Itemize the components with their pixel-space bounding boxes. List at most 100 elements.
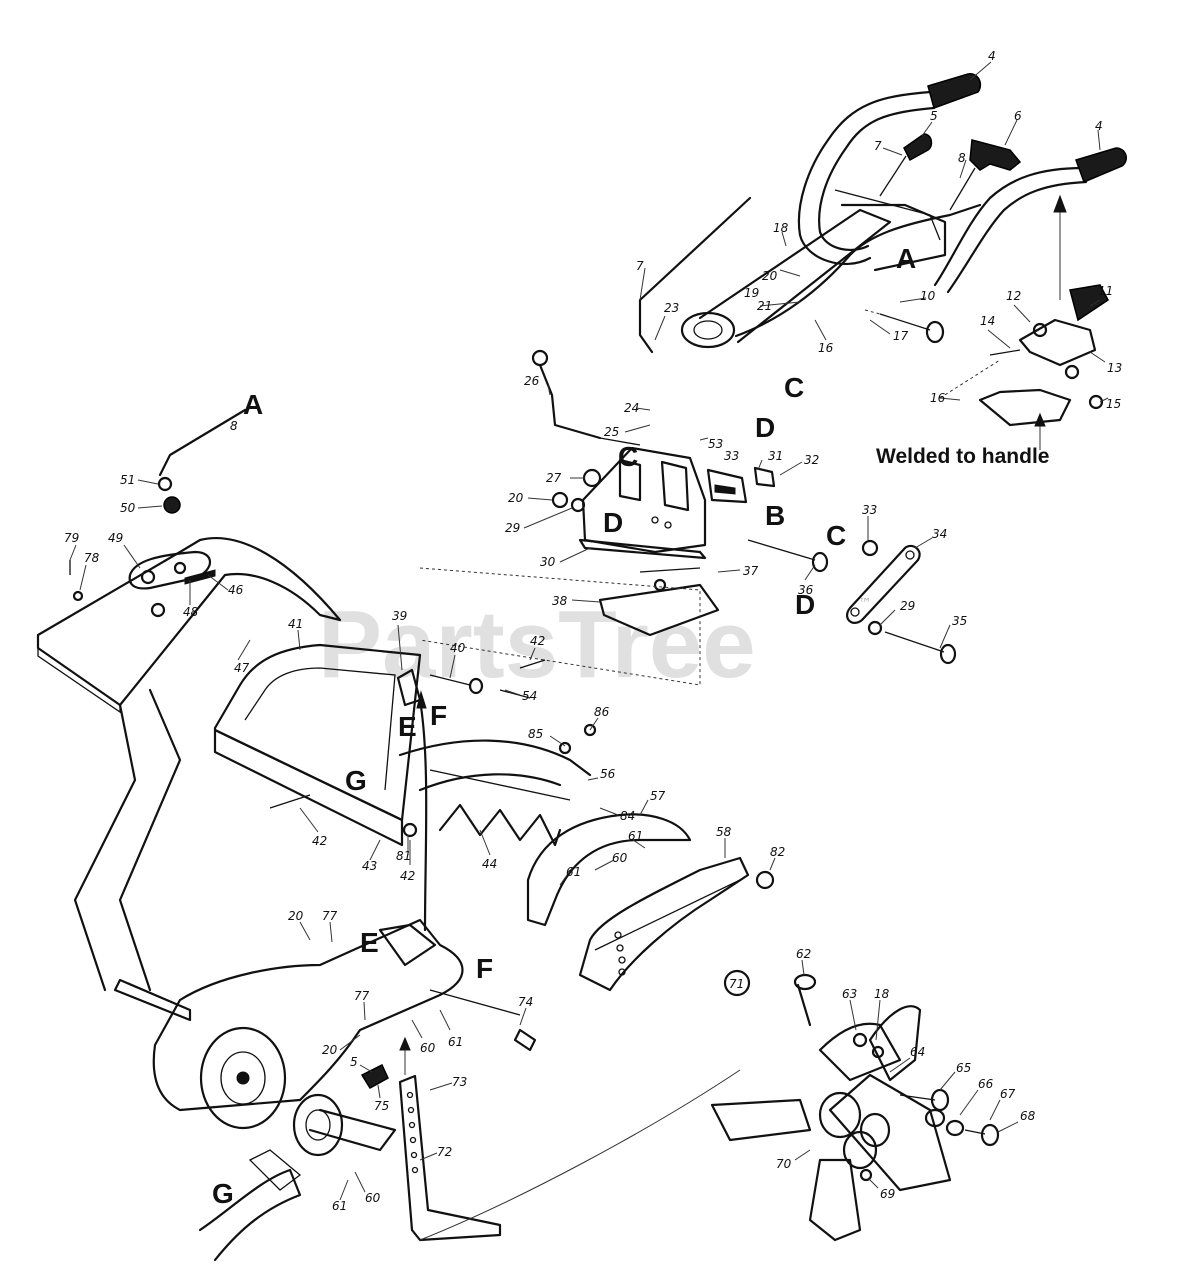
callout-6: 6 xyxy=(1014,109,1022,123)
callout-16: 16 xyxy=(818,341,834,355)
callout-27: 27 xyxy=(546,471,562,485)
callout-8: 8 xyxy=(958,151,966,165)
callout-11: 11 xyxy=(1098,284,1113,298)
callout-33: 33 xyxy=(724,449,739,463)
callout-23: 23 xyxy=(664,301,679,315)
callout-5: 5 xyxy=(930,109,938,123)
callout-61: 61 xyxy=(332,1199,347,1213)
leader-lines xyxy=(69,61,1109,1201)
transmission-assembly xyxy=(73,688,741,1262)
callout-70: 70 xyxy=(776,1157,792,1171)
callout-14: 14 xyxy=(980,314,995,328)
callout-68: 68 xyxy=(1020,1109,1036,1123)
callout-25: 25 xyxy=(604,425,619,439)
callout-21: 21 xyxy=(757,299,772,313)
reference-letter-a: A xyxy=(243,389,263,420)
welded-to-handle-caption: Welded to handle xyxy=(876,445,1049,468)
callout-20: 20 xyxy=(762,269,778,283)
watermark-trademark: ™ xyxy=(858,596,872,612)
callout-19: 19 xyxy=(744,286,759,300)
callout-8: 8 xyxy=(230,419,238,433)
callout-64: 64 xyxy=(910,1045,925,1059)
callout-42: 42 xyxy=(530,634,545,648)
callout-63: 63 xyxy=(842,987,857,1001)
reference-letter-d: D xyxy=(795,589,815,620)
callout-37: 37 xyxy=(743,564,759,578)
reference-letter-g: G xyxy=(212,1178,234,1209)
reference-letter-b: B xyxy=(765,500,785,531)
reference-letter-c: C xyxy=(826,520,846,551)
callout-10: 10 xyxy=(920,289,936,303)
callout-61: 61 xyxy=(566,865,581,879)
callout-81: 81 xyxy=(396,849,411,863)
callout-15: 15 xyxy=(1106,397,1121,411)
callout-26: 26 xyxy=(524,374,540,388)
reference-letter-e: E xyxy=(398,711,417,742)
callout-77: 77 xyxy=(322,909,338,923)
callout-18: 18 xyxy=(773,221,789,235)
callout-53: 53 xyxy=(708,437,723,451)
reference-letter-e: E xyxy=(360,927,379,958)
callout-60: 60 xyxy=(420,1041,436,1055)
callout-56: 56 xyxy=(600,767,616,781)
callout-78: 78 xyxy=(84,551,100,565)
left-grip xyxy=(927,73,982,109)
callout-58: 58 xyxy=(716,825,732,839)
callout-60: 60 xyxy=(612,851,628,865)
callout-42: 42 xyxy=(312,834,327,848)
tine-assembly xyxy=(710,969,1000,1242)
callout-73: 73 xyxy=(452,1075,467,1089)
callout-44: 44 xyxy=(482,857,497,871)
callout-41: 41 xyxy=(288,617,303,631)
callout-82: 82 xyxy=(770,845,785,859)
callout-48: 48 xyxy=(183,605,199,619)
callout-35: 35 xyxy=(952,614,967,628)
callout-85: 85 xyxy=(528,727,543,741)
callout-16: 16 xyxy=(930,391,946,405)
callout-66: 66 xyxy=(978,1077,994,1091)
callout-79: 79 xyxy=(64,531,79,545)
callout-5: 5 xyxy=(350,1055,358,1069)
right-grip xyxy=(1075,147,1127,183)
callout-61: 61 xyxy=(628,829,643,843)
callout-33: 33 xyxy=(862,503,877,517)
callout-86: 86 xyxy=(594,705,610,719)
callout-17: 17 xyxy=(893,329,909,343)
callout-69: 69 xyxy=(880,1187,895,1201)
callout-36: 36 xyxy=(798,583,814,597)
reference-letter-f: F xyxy=(430,700,447,731)
callout-46: 46 xyxy=(228,583,244,597)
reference-letter-c: C xyxy=(618,441,638,472)
callout-4: 4 xyxy=(1095,119,1103,133)
mount-bracket xyxy=(419,349,957,686)
handle-assembly xyxy=(638,73,1127,450)
callout-84: 84 xyxy=(620,809,635,823)
callout-54: 54 xyxy=(522,689,537,703)
reference-letter-c: C xyxy=(784,372,804,403)
callout-20: 20 xyxy=(508,491,524,505)
callout-50: 50 xyxy=(120,501,136,515)
callout-4: 4 xyxy=(988,49,996,63)
reference-letter-d: D xyxy=(603,507,623,538)
callout-20: 20 xyxy=(288,909,304,923)
callout-61: 61 xyxy=(448,1035,463,1049)
callout-13: 13 xyxy=(1107,361,1122,375)
callout-51: 51 xyxy=(120,473,135,487)
callout-67: 67 xyxy=(1000,1087,1016,1101)
callout-71-circle xyxy=(723,969,751,997)
callout-7: 7 xyxy=(636,259,644,273)
callout-74: 74 xyxy=(518,995,533,1009)
callout-47: 47 xyxy=(234,661,250,675)
callout-75: 75 xyxy=(374,1099,389,1113)
callout-38: 38 xyxy=(552,594,568,608)
reference-letter-d: D xyxy=(755,412,775,443)
callout-60: 60 xyxy=(365,1191,381,1205)
callout-12: 12 xyxy=(1006,289,1021,303)
callout-30: 30 xyxy=(540,555,556,569)
reference-letter-g: G xyxy=(345,765,367,796)
callout-31: 31 xyxy=(768,449,783,463)
reference-letter-a: A xyxy=(896,243,916,274)
reference-letters: A A C D C D B C D E F G E F G xyxy=(212,243,916,1209)
callout-24: 24 xyxy=(624,401,639,415)
